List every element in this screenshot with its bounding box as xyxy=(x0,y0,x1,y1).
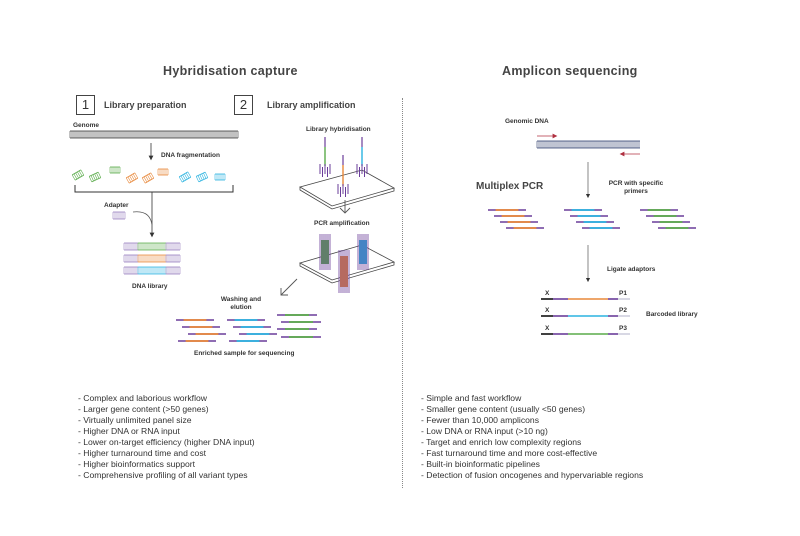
pcr-amplification-label: PCR amplification xyxy=(314,220,370,227)
feature-item: - Larger gene content (>50 genes) xyxy=(78,404,209,414)
step-1-box: 1 xyxy=(76,95,95,115)
feature-item: - Detection of fusion oncogenes and hype… xyxy=(421,470,644,480)
feature-item: - Target and enrich low complexity regio… xyxy=(421,437,582,447)
barcoded-library-strands xyxy=(541,298,630,335)
dna-library-strands xyxy=(123,242,181,275)
hybridisation-probes xyxy=(319,137,368,197)
feature-item: - Fewer than 10,000 amplicons xyxy=(421,415,539,425)
barcode-x-2: X xyxy=(545,307,550,314)
amplicon-sequencing-title: Amplicon sequencing xyxy=(502,64,638,78)
fragmentation-label: DNA fragmentation xyxy=(161,152,220,159)
step-2-label: Library amplification xyxy=(267,100,356,110)
multiplex-pcr-label: Multiplex PCR xyxy=(476,181,544,192)
pcr-down-arrow xyxy=(339,200,351,214)
genome-label: Genome xyxy=(73,122,100,129)
washing-elution-label: Washing and elution xyxy=(220,296,262,311)
barcode-p2: P2 xyxy=(619,307,627,314)
barcode-p1: P1 xyxy=(619,290,627,297)
barcode-x-1: X xyxy=(545,290,550,297)
capture-probe xyxy=(319,137,331,177)
step-1-label: Library preparation xyxy=(104,100,187,110)
pcr-specific-primers-label: PCR with specific primers xyxy=(608,180,664,195)
dna-fragments xyxy=(71,166,226,184)
hybridisation-features-list: - Complex and laborious workflow - Large… xyxy=(78,393,255,481)
dna-fragment xyxy=(141,172,155,184)
enriched-sample-strands xyxy=(176,314,321,342)
library-strand xyxy=(123,242,181,251)
feature-item: - Built-in bioinformatic pipelines xyxy=(421,459,540,469)
adapter-curve xyxy=(132,211,153,226)
capture-probe xyxy=(356,137,368,177)
feature-item: - Smaller gene content (usually <50 gene… xyxy=(421,404,586,414)
dna-fragment xyxy=(125,172,139,184)
feature-item: - Higher turnaround time and cost xyxy=(78,448,207,458)
dna-fragment xyxy=(88,171,102,183)
feature-item: - Virtually unlimited panel size xyxy=(78,415,192,425)
adapter-label: Adapter xyxy=(104,202,129,209)
dna-library-label: DNA library xyxy=(132,283,168,290)
amplicon-strands xyxy=(488,209,696,229)
capture-probe xyxy=(337,155,349,197)
pcr-cluster xyxy=(357,234,369,270)
hybridisation-plate xyxy=(298,169,396,210)
feature-item: - Higher DNA or RNA input xyxy=(78,426,180,436)
library-strand xyxy=(123,266,181,275)
barcoded-library-label: Barcoded library xyxy=(646,311,698,318)
pcr-cluster xyxy=(319,234,331,270)
dna-fragment xyxy=(195,171,209,183)
fragments-bracket xyxy=(74,185,234,193)
elution-arrow xyxy=(280,278,298,296)
amplicon-features-list: - Simple and fast workflow - Smaller gen… xyxy=(421,393,643,481)
feature-item: - Lower on-target efficiency (higher DNA… xyxy=(78,437,255,447)
dna-fragment xyxy=(214,173,226,181)
hybridisation-capture-title: Hybridisation capture xyxy=(163,64,298,78)
enriched-sample-label: Enriched sample for sequencing xyxy=(194,350,295,357)
library-strand xyxy=(123,254,181,263)
feature-item: - Simple and fast workflow xyxy=(421,393,522,403)
pcr-cluster xyxy=(338,250,350,293)
adapter-icon xyxy=(112,211,126,220)
dna-fragment xyxy=(71,169,85,181)
genomic-dna-strand xyxy=(536,140,640,149)
feature-item: - Low DNA or RNA input (>10 ng) xyxy=(421,426,548,436)
library-hybridisation-label: Library hybridisation xyxy=(306,126,371,133)
section-divider xyxy=(402,98,403,488)
feature-item: - Fast turnaround time and more cost-eff… xyxy=(421,448,598,458)
dna-fragment xyxy=(157,168,169,176)
genomic-dna-label: Genomic DNA xyxy=(505,118,549,125)
feature-item: - Higher bioinformatics support xyxy=(78,459,196,469)
dna-fragment xyxy=(178,171,192,183)
barcode-x-3: X xyxy=(545,325,550,332)
barcode-p3: P3 xyxy=(619,325,627,332)
ligate-adaptors-label: Ligate adaptors xyxy=(607,266,656,273)
genome-dna-strand xyxy=(69,130,239,139)
feature-item: - Comprehensive profiling of all variant… xyxy=(78,470,248,480)
feature-item: - Complex and laborious workflow xyxy=(78,393,207,403)
dna-fragment xyxy=(109,166,121,174)
pcr-amplified-clusters xyxy=(319,234,369,293)
step-2-box: 2 xyxy=(234,95,253,115)
